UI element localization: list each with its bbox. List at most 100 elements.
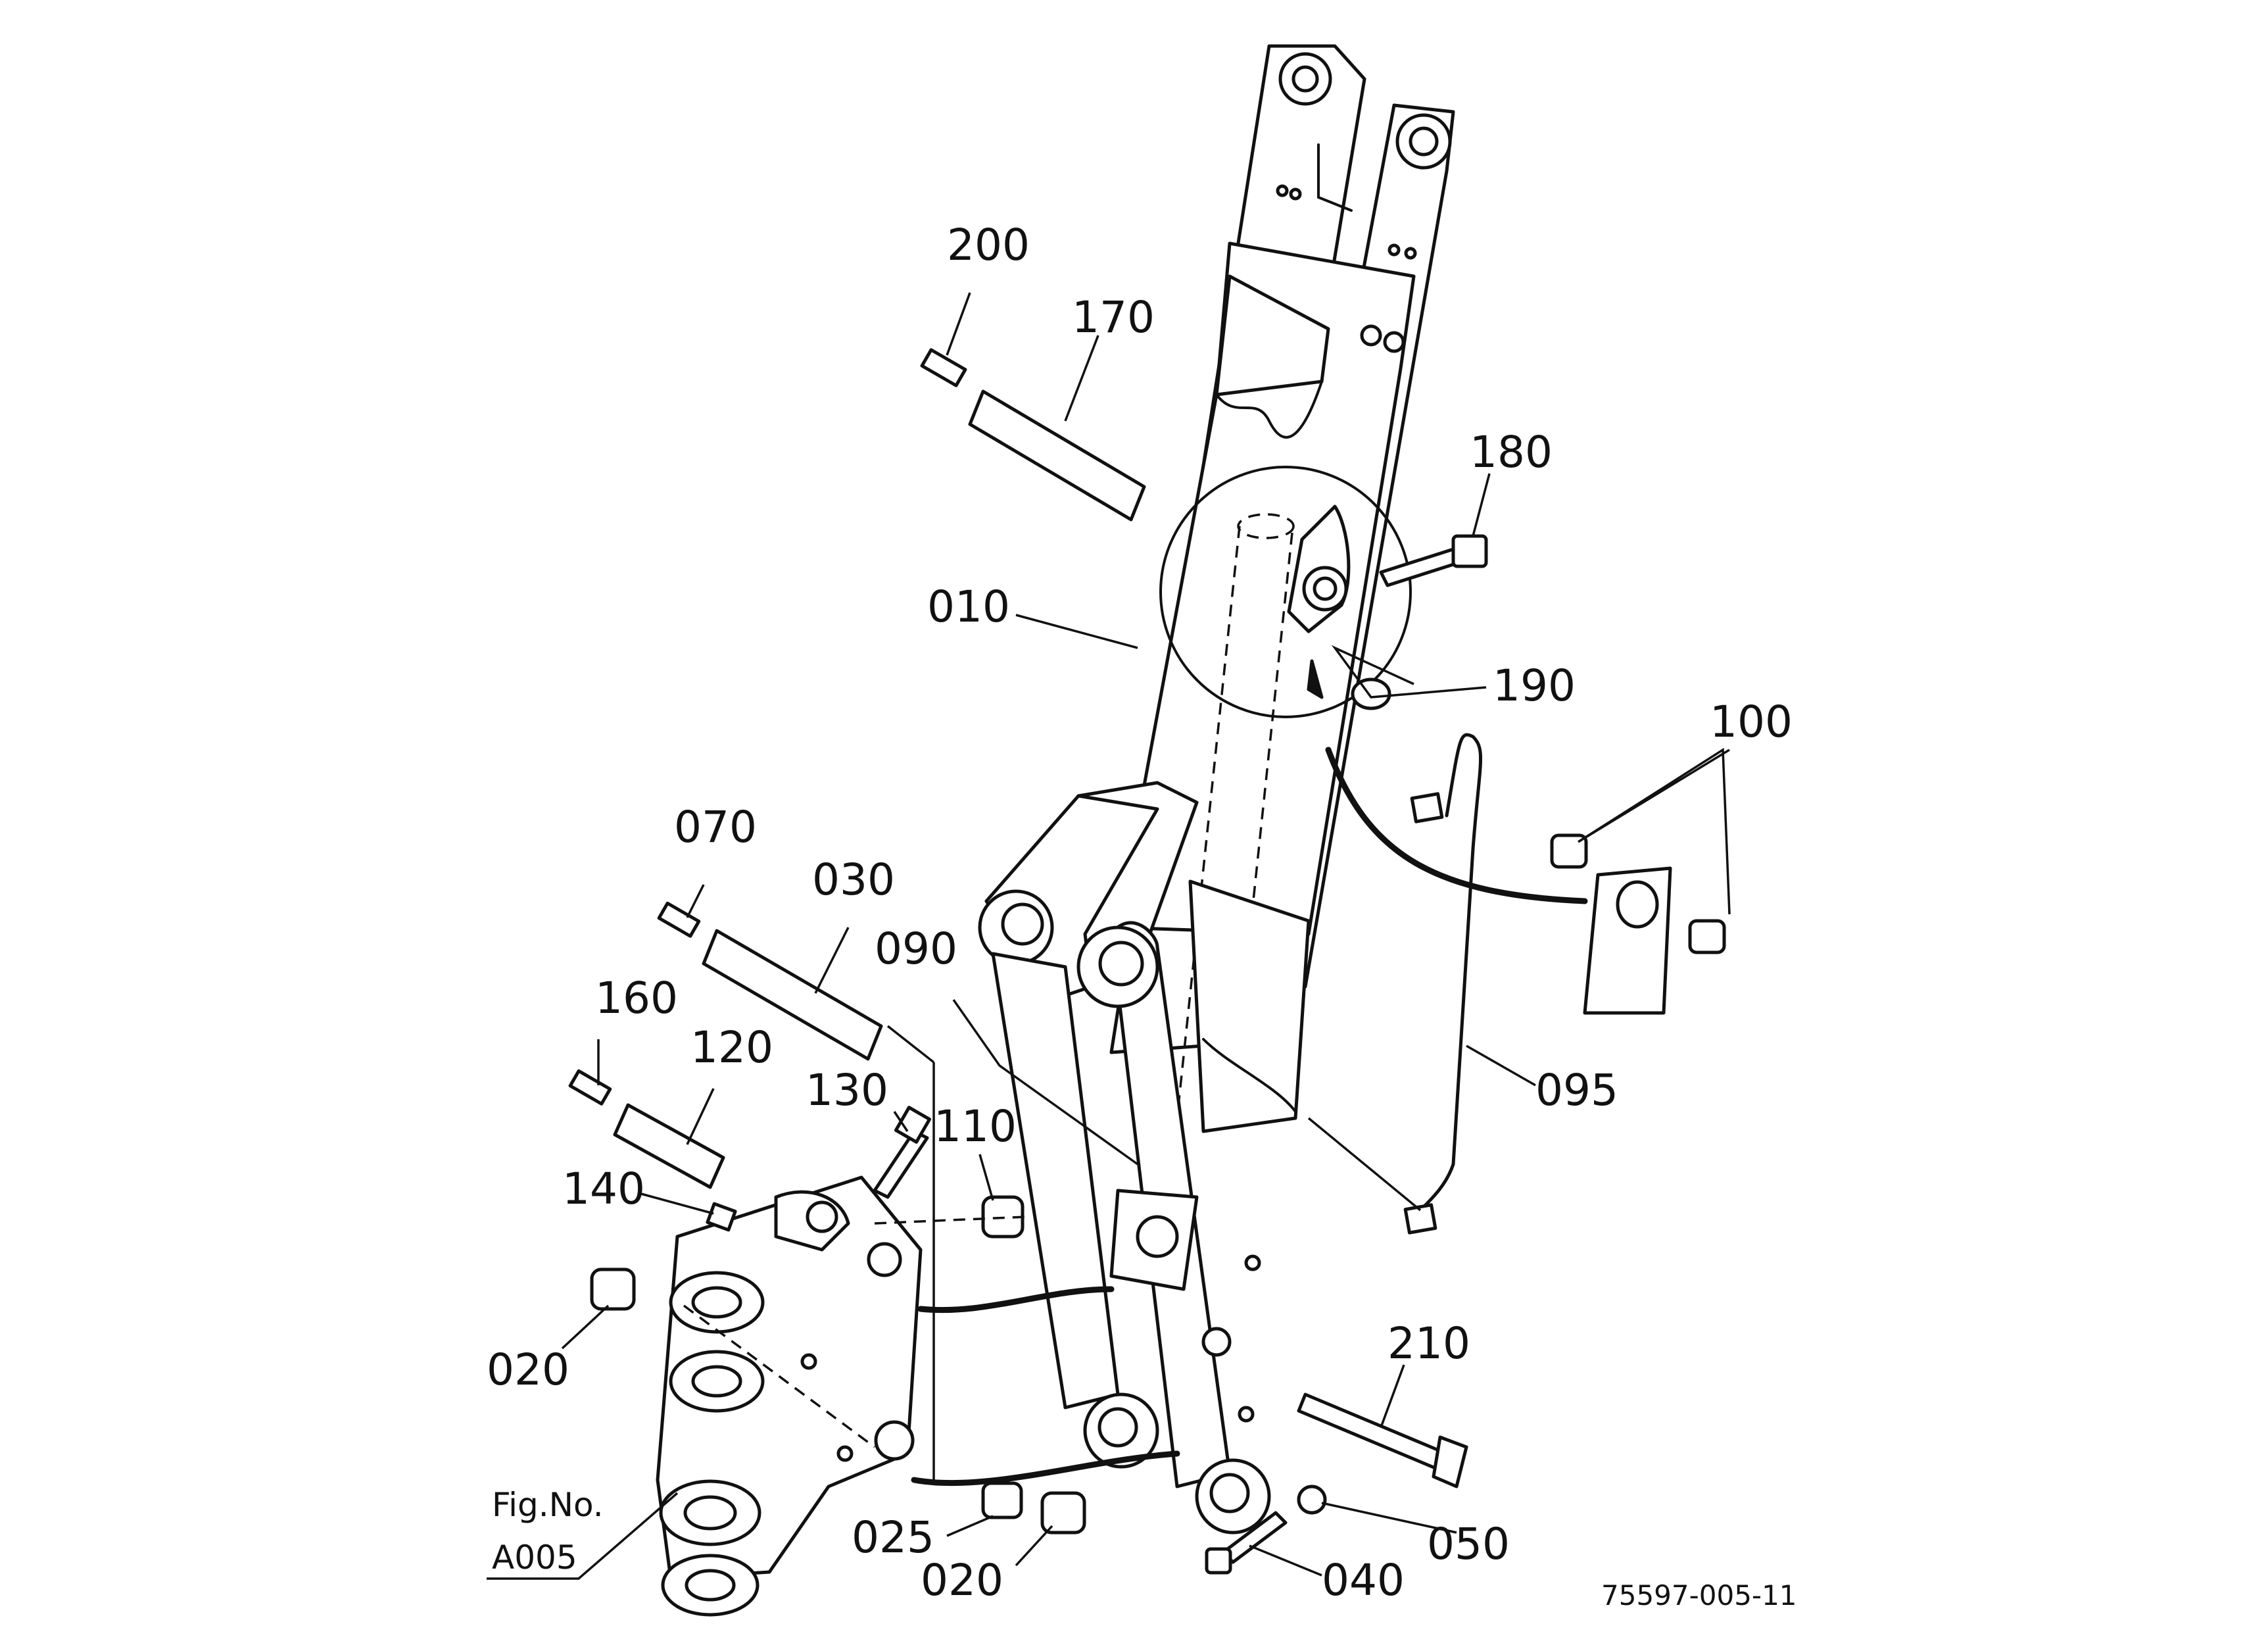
- bushing-020-upper: [590, 1267, 636, 1311]
- pipe-095: [1403, 733, 1483, 1235]
- bracket-center-line: [683, 1304, 876, 1448]
- leader-190: [1331, 645, 1487, 699]
- boom-rivet-4: [1404, 247, 1417, 260]
- figref-line1: Fig.No.: [492, 1486, 604, 1524]
- boom-slot: [1317, 143, 1353, 212]
- label-180: 180: [1470, 427, 1553, 478]
- rivet-bracket-1: [836, 1445, 854, 1462]
- guide-030: [886, 1025, 935, 1064]
- bushing-100-left: [1550, 833, 1588, 869]
- cylinder-rod-end: [1550, 833, 1726, 1015]
- label-200: 200: [947, 220, 1030, 270]
- boom-assembly: [978, 44, 1455, 1535]
- leader-010: [1015, 614, 1138, 649]
- label-130: 130: [806, 1065, 888, 1116]
- rivet-lower-2: [1238, 1406, 1255, 1423]
- leader-210: [1380, 1364, 1405, 1428]
- bottom-hole-right: [1209, 1473, 1250, 1513]
- guide-bracket: [874, 1216, 1026, 1225]
- shim-025: [981, 1481, 1023, 1519]
- part-labels: 200 170 180 010 190 100 070 030 090 160 …: [487, 220, 1793, 1606]
- bushing-100-right: [1688, 919, 1726, 954]
- leader-020a: [561, 1304, 610, 1350]
- label-030: 030: [812, 854, 895, 905]
- bracket-hole-top: [691, 1286, 742, 1319]
- label-160: 160: [595, 973, 678, 1023]
- leader-100: [1578, 747, 1731, 915]
- swing-bracket: [656, 1175, 923, 1617]
- leader-090: [952, 998, 1139, 1166]
- leader-200: [946, 292, 971, 356]
- bushing-020-lower: [1040, 1491, 1086, 1535]
- boom-top-pin-hole-left: [1291, 65, 1319, 93]
- detail-circle: [1159, 466, 1412, 718]
- lower-hole-right: [1098, 941, 1144, 987]
- label-040: 040: [1322, 1555, 1405, 1606]
- side-plate-edge: [1202, 1038, 1297, 1113]
- label-050: 050: [1427, 1519, 1510, 1569]
- leader-140: [640, 1192, 714, 1215]
- leader-025: [946, 1515, 994, 1537]
- label-120: 120: [690, 1022, 773, 1073]
- boom-bolt-hole-1: [1360, 324, 1382, 347]
- bolt-130: [873, 1129, 929, 1199]
- drawing-number: 75597-005-11: [1601, 1579, 1797, 1611]
- pin-120: [613, 1103, 725, 1189]
- leader-070: [686, 884, 705, 918]
- side-plate: [1188, 879, 1311, 1133]
- leader-120: [686, 1088, 715, 1145]
- grease-nipple-200: [920, 348, 967, 387]
- leader-095: [1466, 1045, 1536, 1087]
- hoses: [911, 747, 1588, 1487]
- boom-rivet-1: [1276, 184, 1289, 197]
- rivet-bracket-2: [800, 1353, 817, 1370]
- boom-bolt-hole-2: [1383, 331, 1405, 353]
- leader-lines: [487, 292, 1731, 1580]
- leader-040: [1249, 1544, 1322, 1577]
- label-010: 010: [927, 581, 1010, 632]
- bolt-040-head: [1205, 1547, 1232, 1575]
- leader-130: [893, 1111, 909, 1132]
- pin-210: [1297, 1392, 1449, 1472]
- lug-hole-right: [867, 1242, 902, 1277]
- lug-hole-bottom: [874, 1420, 915, 1461]
- boom-rivet-3: [1387, 243, 1401, 257]
- guide-pipe: [1307, 1117, 1422, 1212]
- leader-050: [1321, 1502, 1457, 1534]
- washer-190: [1351, 677, 1391, 710]
- leader-180: [1472, 473, 1491, 537]
- clevis-hole: [1136, 1215, 1179, 1258]
- leader-110: [978, 1154, 994, 1201]
- label-095: 095: [1535, 1065, 1618, 1116]
- pin-210-plate: [1432, 1435, 1468, 1488]
- figref-line2: A005: [492, 1538, 577, 1577]
- label-140: 140: [562, 1164, 645, 1214]
- rivet-lower-1: [1244, 1254, 1261, 1271]
- label-190: 190: [1493, 660, 1576, 711]
- leader-030: [814, 927, 850, 994]
- pipe-tube: [1418, 733, 1483, 1212]
- label-090: 090: [875, 923, 957, 974]
- nut-050: [1297, 1485, 1327, 1515]
- label-110: 110: [934, 1101, 1017, 1152]
- bracket-hole-bottom: [685, 1569, 736, 1602]
- bolt-130-head: [894, 1106, 932, 1144]
- arrow-marker: [1307, 659, 1324, 699]
- label-170: 170: [1072, 292, 1155, 343]
- leader-020b: [1015, 1525, 1053, 1567]
- label-020-upper: 020: [487, 1344, 569, 1395]
- grease-nipple-070: [657, 901, 701, 938]
- label-100: 100: [1710, 697, 1793, 747]
- figure-reference: Fig.No. A005: [492, 1486, 604, 1577]
- label-070: 070: [674, 802, 757, 852]
- bracket-hole-low: [683, 1495, 737, 1531]
- pipe-fitting-top: [1410, 792, 1444, 823]
- leader-figref: [487, 1492, 679, 1580]
- bottom-hole-left: [1098, 1407, 1138, 1448]
- label-025: 025: [852, 1512, 934, 1563]
- hose-mid: [917, 1286, 1115, 1314]
- label-020-lower: 020: [921, 1555, 1003, 1606]
- bracket-hole-mid: [691, 1365, 742, 1398]
